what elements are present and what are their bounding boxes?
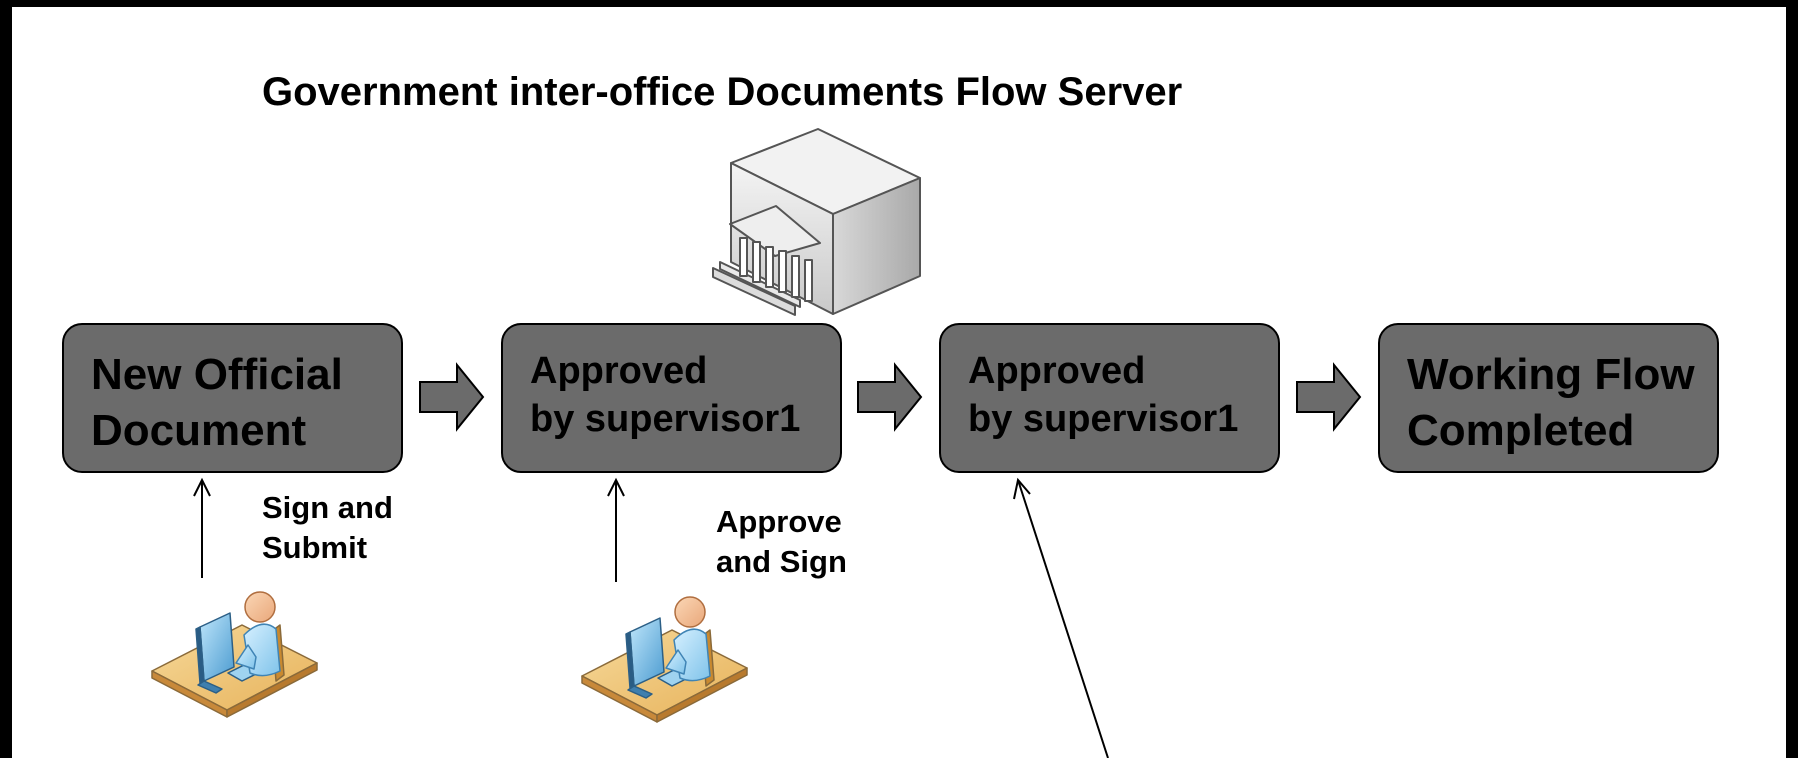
stage-working-flow-completed: Working Flow Completed xyxy=(1378,323,1719,473)
stage-new-official-document: New Official Document xyxy=(62,323,403,473)
stage-approved-supervisor1-a: Approved by supervisor1 xyxy=(501,323,842,473)
user-at-computer-icon xyxy=(151,591,318,718)
submit-arrow xyxy=(193,477,211,578)
flow-arrow-2 xyxy=(857,362,923,432)
action-sign-and-submit: Sign and Submit xyxy=(262,490,393,565)
server-building-icon xyxy=(712,128,921,316)
diagram-title: Government inter-office Documents Flow S… xyxy=(262,70,1183,114)
action-approve-and-sign: Approve and Sign xyxy=(716,504,847,579)
stage-approved-supervisor1-b: Approved by supervisor1 xyxy=(939,323,1280,473)
approve-arrow xyxy=(607,477,625,582)
flow-arrow-1 xyxy=(419,362,485,432)
user-at-computer-icon xyxy=(581,596,748,723)
flow-arrow-3 xyxy=(1296,362,1362,432)
approve-arrow-2 xyxy=(1013,477,1109,758)
